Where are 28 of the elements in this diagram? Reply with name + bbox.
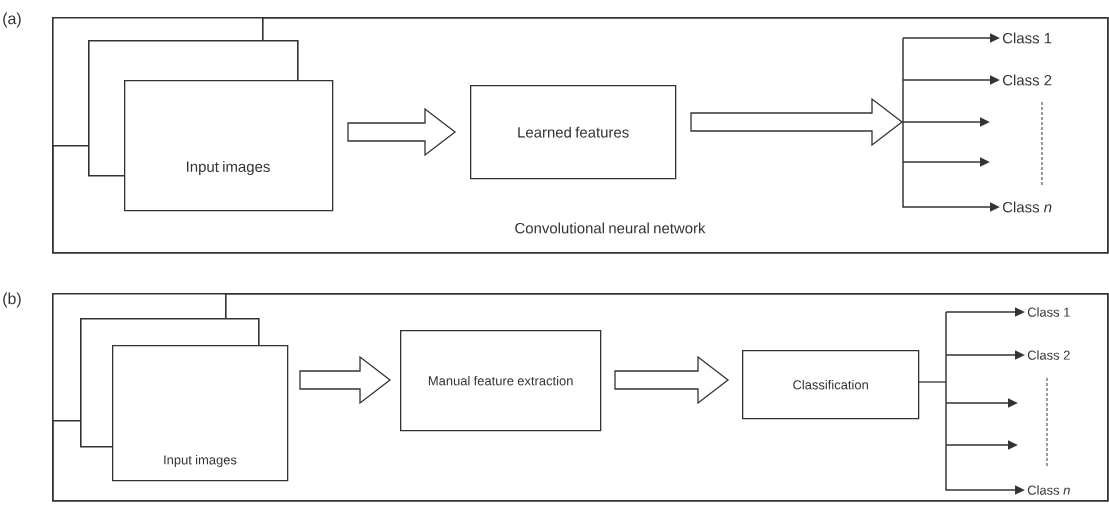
class-label: Class 2	[1027, 350, 1070, 360]
block-arrow	[690, 97, 904, 147]
class-label: Class n	[1002, 201, 1052, 213]
class-label: Class 1	[1002, 32, 1052, 44]
image-frame: Input images	[112, 345, 289, 482]
arrow	[945, 440, 1018, 450]
arrow	[902, 157, 990, 167]
arrow	[945, 307, 1025, 317]
block-arrow	[347, 107, 457, 157]
arrow	[902, 117, 990, 127]
connector-line	[917, 381, 947, 383]
class-label: Class 2	[1002, 74, 1052, 86]
arrow	[902, 75, 1000, 85]
panel-label: (a)	[3, 12, 21, 28]
process-box: Learned features	[470, 85, 677, 180]
block-arrow	[299, 355, 392, 405]
process-box: Classification	[742, 350, 920, 420]
arrow	[945, 398, 1018, 408]
image-frame: Input images	[124, 80, 334, 212]
class-label: Class 1	[1027, 307, 1070, 317]
arrow	[945, 485, 1025, 495]
arrow	[902, 33, 1000, 43]
block-arrow	[614, 355, 730, 405]
process-box: Manual feature extraction	[400, 330, 602, 432]
class-label: Class n	[1027, 485, 1070, 495]
panel-label: (b)	[3, 292, 21, 308]
arrow	[945, 350, 1025, 360]
arrow	[902, 202, 1000, 212]
